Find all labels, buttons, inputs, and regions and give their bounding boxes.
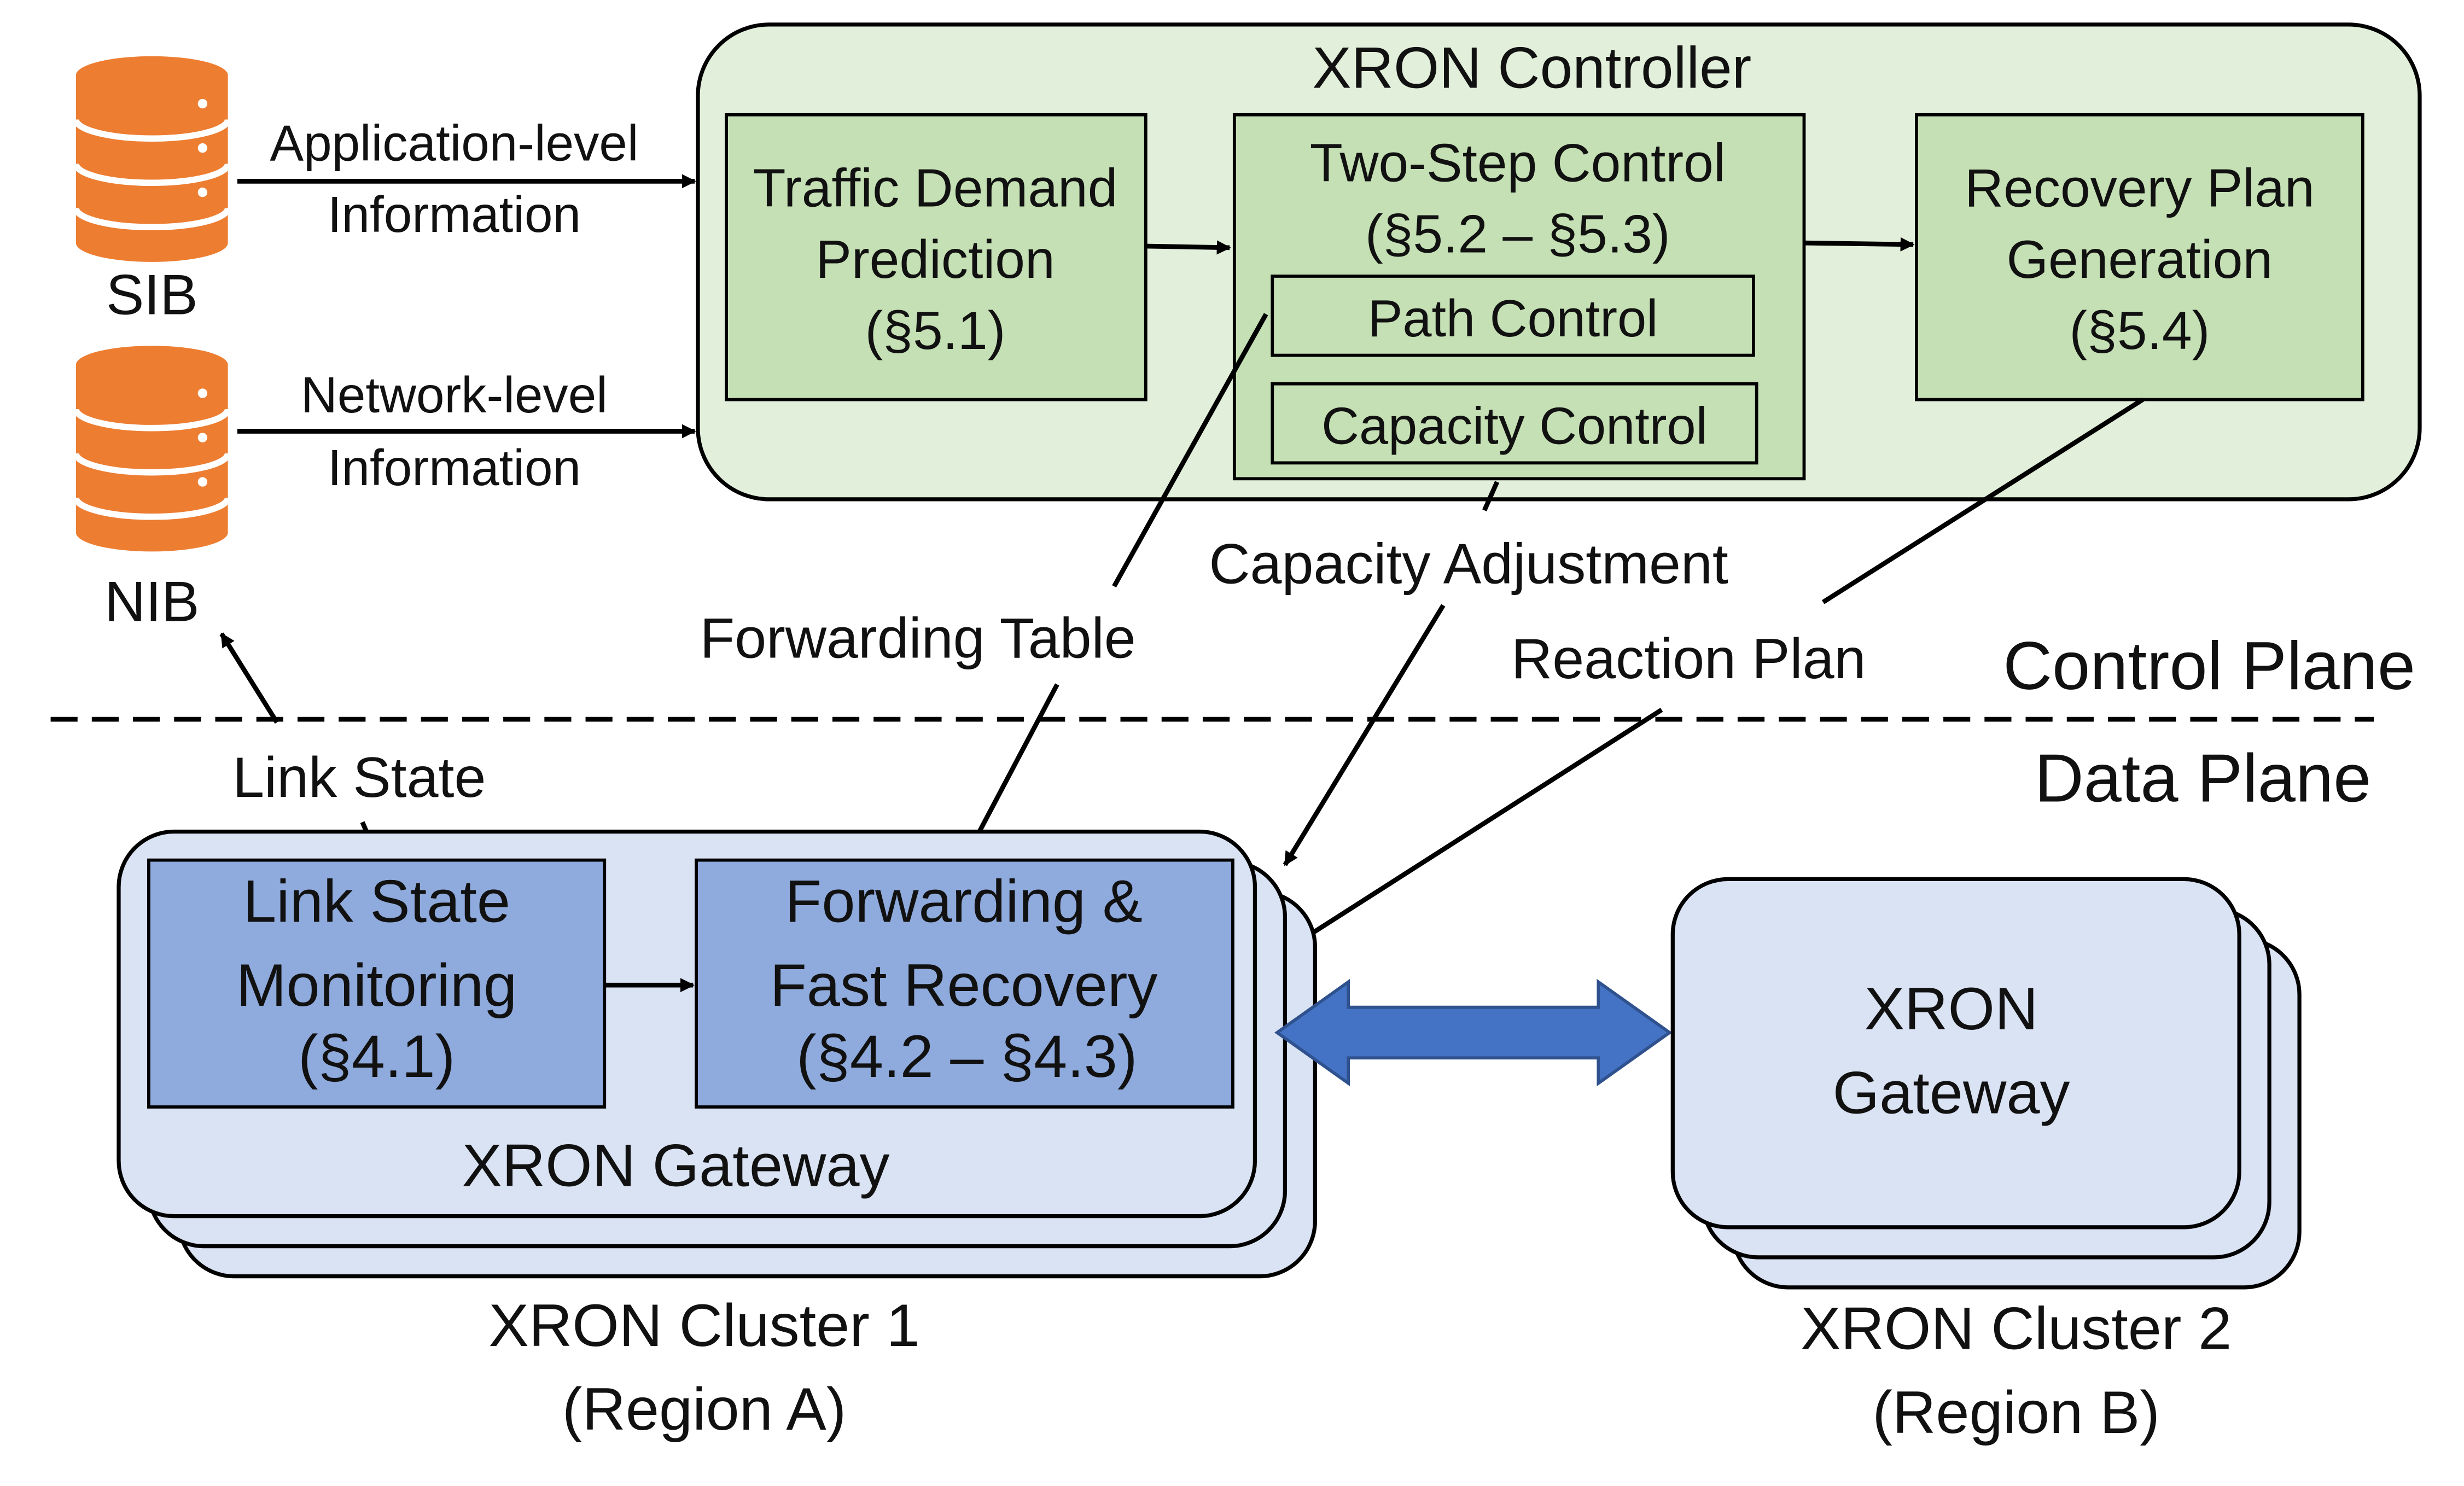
network-level-info-label: Network-level xyxy=(301,366,608,423)
traffic-demand-label: Prediction xyxy=(815,229,1055,289)
arrow-forwarding-table xyxy=(1112,313,1268,588)
application-level-info-label: Information xyxy=(328,186,581,243)
gateway-box xyxy=(1670,877,2241,1229)
link-state-monitoring-label: Monitoring xyxy=(236,952,517,1019)
path-control-label: Path Control xyxy=(1368,290,1658,348)
xron-controller: XRON Controller Traffic Demand Predictio… xyxy=(696,22,2422,502)
arrow-capacity-adjustment xyxy=(1482,481,1500,511)
sib-label: SIB xyxy=(106,263,198,327)
capacity-adjustment-label: Capacity Adjustment xyxy=(1209,532,1728,596)
arrow-capacity-adjustment xyxy=(1283,604,1446,866)
recovery-plan-label: (§5.4) xyxy=(2069,300,2210,360)
reaction-plan-label: Reaction Plan xyxy=(1511,627,1866,691)
forwarding-table-label: Forwarding Table xyxy=(700,607,1136,670)
forwarding-fast-recovery-box xyxy=(695,858,1234,1109)
cluster-1-caption: (Region A) xyxy=(562,1376,846,1443)
arrow-link-state-to-nib xyxy=(219,632,279,724)
two-step-control-label: Two-Step Control xyxy=(1310,132,1726,193)
arrow-forwarding-table xyxy=(966,683,1059,854)
link-state-monitoring-label: Link State xyxy=(243,867,510,935)
path-control-box xyxy=(1271,275,1755,357)
sib-database-icon xyxy=(73,56,231,262)
arrow-reaction-plan xyxy=(1821,397,2144,604)
forwarding-fast-recovery-label: (§4.2 – §4.3) xyxy=(796,1023,1137,1090)
cluster-2-caption: XRON Cluster 2 xyxy=(1801,1295,2232,1362)
gateway-label: XRON xyxy=(1865,975,2038,1042)
recovery-plan-label: Recovery Plan xyxy=(1965,158,2315,218)
forwarding-fast-recovery-label: Forwarding & xyxy=(785,867,1143,935)
application-level-info-label: Application-level xyxy=(270,115,638,172)
capacity-control-label: Capacity Control xyxy=(1321,398,1708,456)
xron-cluster-2: XRON Gateway xyxy=(1670,877,2302,1290)
link-state-monitoring-label: (§4.1) xyxy=(298,1023,455,1090)
link-state-monitoring-box xyxy=(147,858,607,1109)
traffic-demand-label: (§5.1) xyxy=(865,300,1006,360)
traffic-demand-label: Traffic Demand xyxy=(753,158,1118,218)
arrow-demand-to-two-step xyxy=(1145,240,1231,255)
cluster-1-caption: XRON Cluster 1 xyxy=(489,1292,920,1359)
nib-label: NIB xyxy=(104,570,200,634)
control-plane-label: Control Plane xyxy=(2003,628,2415,704)
cluster-2-caption: (Region B) xyxy=(1872,1379,2159,1446)
forwarding-fast-recovery-label: Fast Recovery xyxy=(770,952,1158,1019)
two-step-control-label: (§5.2 – §5.3) xyxy=(1365,204,1670,264)
link-state-label: Link State xyxy=(232,746,486,809)
gateway-label: Gateway xyxy=(1833,1059,2070,1127)
nib-database-icon xyxy=(73,346,231,552)
network-level-info-label: Information xyxy=(328,439,581,496)
xron-cluster-1: Link State Monitoring (§4.1) Forwarding … xyxy=(116,829,1318,1279)
capacity-control-box xyxy=(1271,382,1758,465)
traffic-demand-prediction-box xyxy=(725,113,1147,401)
recovery-plan-label: Generation xyxy=(2007,229,2273,289)
inter-cluster-double-arrow xyxy=(1274,978,1673,1087)
arrow-two-step-to-recovery xyxy=(1804,237,1915,252)
controller-title: XRON Controller xyxy=(1312,35,1751,101)
gateway-label: XRON Gateway xyxy=(462,1132,889,1199)
data-plane-label: Data Plane xyxy=(2035,741,2372,817)
